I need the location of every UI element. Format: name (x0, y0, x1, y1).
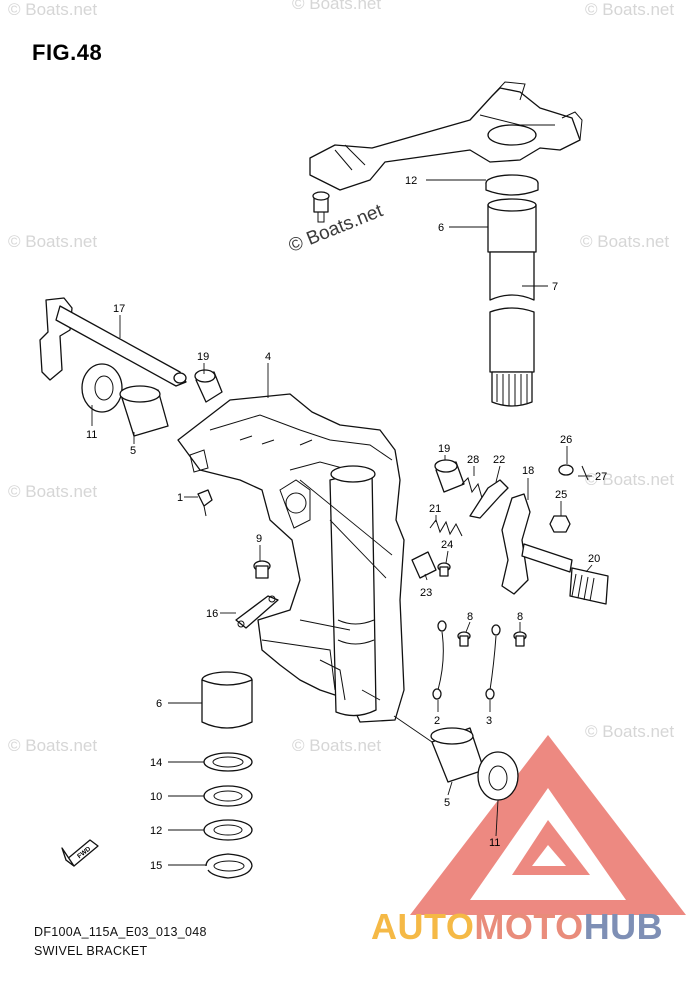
callout-7: 7 (552, 281, 558, 293)
callout-1: 1 (177, 492, 183, 504)
callout-14: 14 (150, 757, 162, 769)
bushing (119, 385, 169, 437)
steering-bolt (312, 191, 330, 223)
nut (549, 515, 571, 533)
ground-wire (485, 624, 501, 700)
callout-19: 19 (438, 443, 450, 455)
bolt (513, 631, 527, 647)
clip-plate (235, 595, 279, 629)
swivel-bracket (177, 393, 405, 723)
callout-3: 3 (486, 715, 492, 727)
watermark: © Boats.net (8, 482, 98, 501)
bushing (194, 369, 223, 403)
callout-6: 6 (156, 698, 162, 710)
washer (477, 751, 519, 801)
bolt (437, 562, 451, 577)
watermark: © Boats.net (292, 0, 382, 13)
callout-8: 8 (467, 611, 473, 623)
callout-9: 9 (256, 533, 262, 545)
watermark: © Boats.net (585, 722, 675, 741)
watermark: © Boats.net (580, 232, 670, 251)
grip (569, 567, 609, 605)
callout-4: 4 (265, 351, 271, 363)
assembly-name: SWIVEL BRACKET (34, 944, 148, 958)
callout-12: 12 (405, 175, 417, 187)
callout-23: 23 (420, 587, 432, 599)
bushing (434, 459, 465, 493)
brand-logo-triangle (410, 735, 686, 915)
watermark: © Boats.net (8, 0, 98, 19)
watermark: © Boats.net (585, 0, 675, 19)
tilt-lock-lever (501, 493, 573, 595)
callout-6: 6 (438, 222, 444, 234)
washer (203, 785, 253, 807)
callout-18: 18 (522, 465, 534, 477)
brand-part-hub: HUB (583, 906, 664, 947)
callout-27: 27 (595, 471, 607, 483)
watermark: © Boats.net (8, 736, 98, 755)
bushing (430, 727, 485, 783)
callout-26: 26 (560, 434, 572, 446)
callout-17: 17 (113, 303, 125, 315)
brand-part-auto: AUTO (371, 906, 475, 947)
model-code: DF100A_115A_E03_013_048 (34, 925, 207, 939)
callout-11: 11 (489, 837, 500, 849)
ground-wire (432, 620, 447, 700)
callout-5: 5 (444, 797, 450, 809)
bolt (253, 560, 271, 579)
brand-wordmark: AUTOMOTOHUB (371, 906, 663, 948)
callout-25: 25 (555, 489, 567, 501)
watermark: © Boats.net (585, 470, 675, 489)
figure-title: FIG.48 (32, 40, 103, 65)
lever (469, 479, 509, 519)
callout-10: 10 (150, 791, 162, 803)
grease-nipple (197, 489, 213, 517)
washer (203, 819, 253, 841)
brand-part-moto: MOTO (474, 906, 584, 947)
callout-24: 24 (441, 539, 453, 551)
bolt (457, 631, 471, 647)
washer (81, 363, 123, 413)
pin (581, 465, 589, 481)
bushing (201, 671, 253, 729)
callout-19: 19 (197, 351, 209, 363)
callout-labels: 12 6 7 17 19 4 11 5 1 9 16 19 28 22 26 1… (86, 175, 607, 872)
washer (558, 464, 574, 476)
plate (411, 551, 437, 579)
callout-12: 12 (150, 825, 162, 837)
callout-16: 16 (206, 608, 218, 620)
spring (429, 518, 463, 537)
callout-20: 20 (588, 553, 600, 565)
watermark: © Boats.net (292, 736, 382, 755)
tilt-tube (39, 297, 187, 387)
washer (203, 752, 253, 772)
callout-15: 15 (150, 860, 162, 872)
forward-direction-arrow: FWD (61, 839, 99, 867)
leader-lines (91, 179, 593, 866)
callout-2: 2 (434, 715, 440, 727)
callout-8: 8 (517, 611, 523, 623)
callout-21: 21 (429, 503, 441, 515)
callout-5: 5 (130, 445, 136, 457)
callout-11: 11 (86, 429, 97, 441)
callout-22: 22 (493, 454, 505, 466)
callout-28: 28 (467, 454, 479, 466)
steering-arm (309, 81, 583, 191)
snap-ring (205, 853, 253, 879)
watermark: © Boats.net (8, 232, 98, 251)
steering-shaft (485, 174, 539, 407)
